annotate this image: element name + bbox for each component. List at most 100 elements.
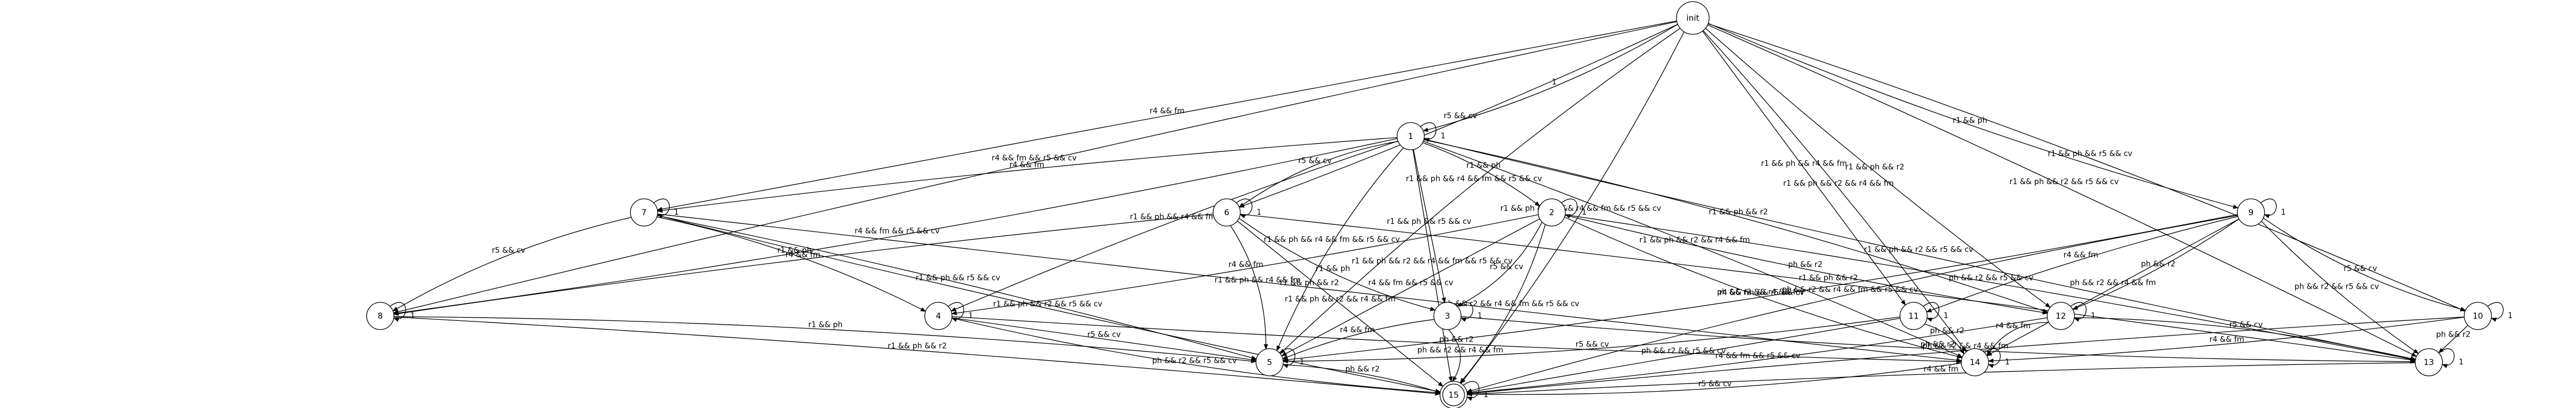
edge-label: r1 && ph xyxy=(1466,161,1501,170)
edge-arrow xyxy=(657,216,926,312)
edge-n1-to-n14: r1 && ph && r2 && r4 && fm xyxy=(1423,141,1963,358)
state-circle xyxy=(924,302,953,330)
edge-init-to-n6: r5 && cv xyxy=(1238,23,1678,208)
edge-label: r1 && ph && r2 && r4 && fm xyxy=(1783,179,1894,188)
edge-init-to-n13: r1 && ph && r2 && r5 && cv xyxy=(1707,25,2417,357)
edge-arrow xyxy=(1282,319,1435,360)
edge-label: 1 xyxy=(1300,358,1305,367)
state-n11: 11 xyxy=(1899,302,1928,330)
edge-label: r4 && fm xyxy=(1009,161,1044,169)
edge-label: r1 && ph xyxy=(1315,264,1350,273)
edge-label: r1 && ph && r2 xyxy=(888,342,947,351)
edge-arrow xyxy=(1283,364,1441,393)
edge-arrow xyxy=(394,316,1441,396)
edge-label: r1 && ph && r2 && r4 && fm && r5 && cv xyxy=(1352,257,1513,266)
edge-arrow xyxy=(393,21,1677,314)
state-n3: 3 xyxy=(1433,302,1462,330)
edge-arrow xyxy=(1460,32,1685,384)
edge-arrow xyxy=(657,137,1397,213)
edge-arrow xyxy=(657,20,1677,211)
edge-arrow xyxy=(1457,222,1543,307)
edge-n8-to-n8: 1 xyxy=(389,302,415,322)
edge-n6-to-n3: r1 && ph xyxy=(1239,218,1436,311)
edge-label: r4 && fm xyxy=(2210,335,2244,344)
edge-arrow xyxy=(1282,214,2238,362)
edge-label: r5 && cv xyxy=(1698,380,1731,388)
edge-label: r1 && ph && r4 && fm xyxy=(1761,160,1847,168)
edge-arrow xyxy=(1708,23,2239,209)
edge-init-to-n7: r4 && fm xyxy=(657,20,1677,211)
edge-label: r4 && fm xyxy=(1340,326,1375,334)
edge-n2-to-n4: r4 && fm xyxy=(951,214,1539,315)
edge-arrow xyxy=(1707,25,2417,357)
edge-arrow xyxy=(392,217,632,312)
edge-label: r1 && ph xyxy=(777,246,811,255)
state-n15: 15 xyxy=(1439,381,1468,408)
edge-label: r1 && ph && r2 && r4 && fm xyxy=(1639,236,1750,245)
edge-label: 1 xyxy=(2459,358,2464,367)
state-circle xyxy=(2415,348,2443,376)
edge-label: ph && r2 && r5 && cv xyxy=(1641,347,1726,356)
edge-n2-to-n13: ph && r2 && r5 && cv xyxy=(1565,214,2416,362)
edge-n6-to-n6: 1 xyxy=(1235,198,1262,218)
state-circle xyxy=(2237,198,2265,227)
edge-arrow xyxy=(657,215,1441,393)
edge-label: 1 xyxy=(410,312,415,320)
edge-arrow xyxy=(1463,381,1479,401)
edge-label: 1 xyxy=(1943,312,1948,320)
edge-label: r1 && ph && r2 xyxy=(1709,208,1768,217)
edge-label: r5 && cv xyxy=(1298,156,1331,165)
edge-label: 1 xyxy=(1257,208,1262,217)
edge-n9-to-n10: r5 && cv xyxy=(2263,217,2466,312)
edge-init-to-n14: r1 && ph && r2 && r4 && fm xyxy=(1703,30,1967,352)
state-n6: 6 xyxy=(1213,198,1241,227)
edge-n1-to-n6: r5 && cv xyxy=(1239,141,1398,208)
state-init: init xyxy=(1676,1,1710,35)
state-n5: 5 xyxy=(1256,348,1284,376)
edge-label: ph && r2 && r5 && cv xyxy=(1949,274,2033,283)
edge-label: r1 && ph && r2 xyxy=(1799,274,1858,283)
edge-label: r4 && fm xyxy=(1996,322,2030,331)
edge-arrow xyxy=(1238,23,1678,208)
state-circle xyxy=(1256,348,1284,376)
edge-label: r1 && ph xyxy=(1953,116,1987,125)
edge-label: r1 && ph && r2 && r5 && cv xyxy=(993,300,1103,308)
edge-arrow xyxy=(1564,216,1963,359)
edge-arrow xyxy=(1924,324,1965,355)
edge-n8-to-n5: r1 && ph xyxy=(394,316,1257,363)
state-label: 14 xyxy=(1970,357,1980,367)
state-n10: 10 xyxy=(2464,302,2492,330)
edge-label: 1 xyxy=(2005,358,2010,367)
edge-arrow xyxy=(2260,198,2277,218)
state-circle xyxy=(1433,302,1462,330)
edge-label: r1 && ph && r2 xyxy=(1845,163,1905,172)
edge-label: 1 xyxy=(674,208,679,217)
state-circle xyxy=(366,302,395,330)
edge-label: r1 && ph && r2 xyxy=(1280,279,1339,288)
edge-label: ph && r2 && r4 && fm && r5 && cv xyxy=(1443,300,1580,308)
edge-arrow xyxy=(1237,221,1443,387)
edge-label: ph && r2 xyxy=(1788,260,1822,269)
edge-arrow xyxy=(1708,23,2466,312)
state-circle xyxy=(1676,1,1710,35)
edge-arrow xyxy=(1412,149,1453,382)
edge-label: r5 && cv xyxy=(1443,112,1477,120)
state-label: 9 xyxy=(2248,208,2254,217)
edge-n7-to-n14: r1 && ph && r2 xyxy=(657,214,1962,363)
edge-label: r1 && ph && r2 && r4 && fm xyxy=(1285,295,1396,304)
edge-n1-to-n13: r1 && ph && r2 && r5 && cv xyxy=(1424,138,2416,361)
edge-label: 1 xyxy=(1477,312,1482,320)
edge-label: ph && r2 && r4 && fm && r5 && cv xyxy=(1782,285,1918,294)
edge-n1-to-n1: 1 xyxy=(1419,122,1446,142)
accepting-ring xyxy=(1442,383,1465,406)
edge-arrow xyxy=(952,317,1257,362)
edge-label: ph && r2 && r4 && fm xyxy=(1717,288,1803,296)
state-circle xyxy=(1397,122,1425,150)
edge-n11-to-n15: ph && r2 && r5 && cv xyxy=(1466,318,1900,394)
state-label: 3 xyxy=(1445,311,1451,321)
edge-n1-to-n15: r1 && ph && r2 && r4 && fm && r5 && cv xyxy=(1352,149,1513,382)
edge-n1-to-n7: r4 && fm xyxy=(657,137,1397,213)
edge-n2-to-n3: r5 && cv xyxy=(1457,222,1543,307)
edge-arrow xyxy=(2487,302,2504,322)
